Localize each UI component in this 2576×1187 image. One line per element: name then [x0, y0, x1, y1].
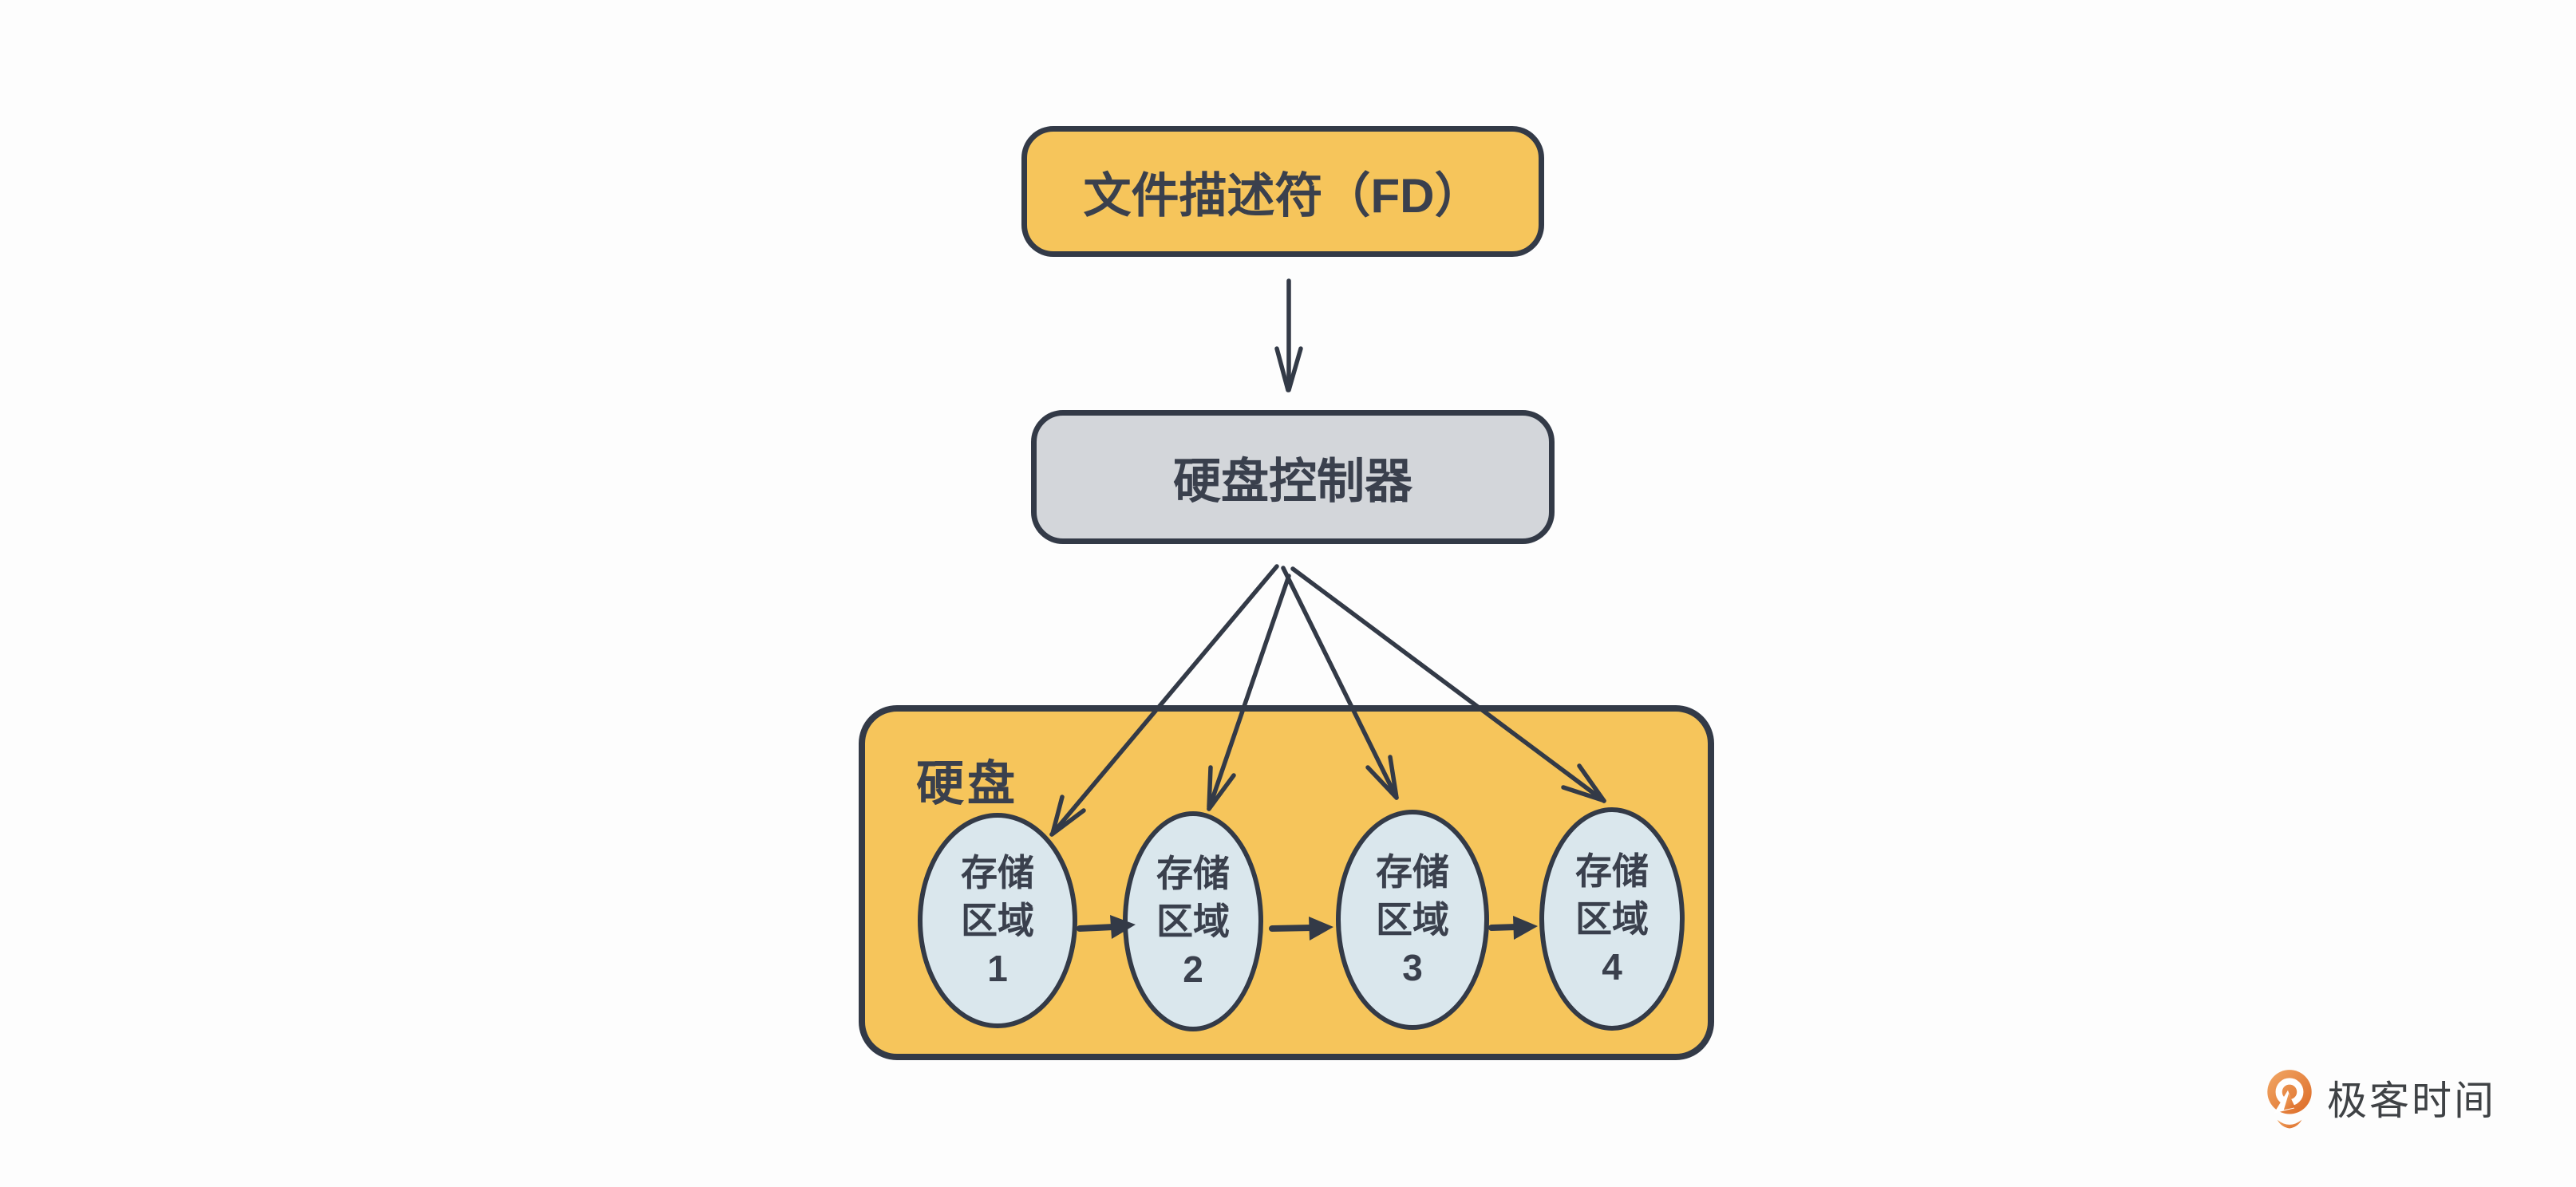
brand-logo: 极客时间: [2263, 1066, 2496, 1130]
storage-area-1-label-line2: 区域: [961, 900, 1034, 941]
storage-area-4-number: 4: [1602, 946, 1622, 988]
storage-area-1-label-line1: 存储: [961, 852, 1034, 893]
storage-area-3-label-line2: 区域: [1376, 899, 1449, 941]
storage-area-2-ellipse: 存储 区域 2: [1123, 811, 1263, 1031]
storage-area-2-number: 2: [1183, 948, 1203, 990]
storage-area-2-label-line2: 区域: [1156, 901, 1230, 942]
brand-logo-text: 极客时间: [2327, 1079, 2496, 1123]
storage-area-1-number: 1: [987, 948, 1008, 989]
storage-area-3-number: 3: [1402, 947, 1423, 988]
fd-box-label: 文件描述符（FD）: [1083, 168, 1483, 223]
storage-area-3-label-line1: 存储: [1376, 851, 1449, 893]
arrow-fd-to-controller: [1274, 278, 1303, 392]
storage-area-1-ellipse: 存储 区域 1: [918, 813, 1077, 1028]
storage-area-4-ellipse: 存储 区域 4: [1539, 807, 1685, 1031]
controller-box: 硬盘控制器: [1031, 410, 1555, 544]
controller-box-label: 硬盘控制器: [1173, 454, 1412, 508]
storage-area-4-label-line1: 存储: [1575, 850, 1649, 892]
geektime-logo-icon: [2267, 1070, 2312, 1129]
storage-area-4-label-line2: 区域: [1575, 898, 1649, 940]
storage-area-2-label-line1: 存储: [1156, 853, 1230, 894]
disk-box-label: 硬盘: [916, 757, 1018, 810]
storage-area-3-ellipse: 存储 区域 3: [1336, 810, 1489, 1030]
fd-box: 文件描述符（FD）: [1021, 126, 1544, 257]
